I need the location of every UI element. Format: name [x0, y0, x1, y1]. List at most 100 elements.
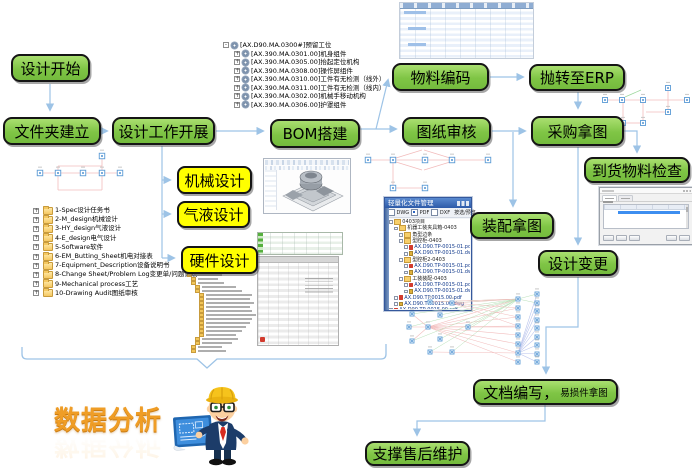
expand-icon[interactable]: + — [234, 58, 241, 66]
flow-box-design-start: 设计开始 — [11, 54, 90, 82]
pdf-icon — [408, 263, 414, 269]
file-tree-item[interactable]: AX.D90.TP-0015.00.pdf — [389, 307, 470, 309]
gear-icon — [242, 67, 249, 75]
file-tree-item[interactable]: 机器工装夹具箱-0403 — [389, 225, 470, 232]
file-tree-item[interactable]: AX.D90.TP.0015.00.pdf — [389, 295, 470, 301]
expand-icon[interactable]: + — [33, 280, 40, 288]
folder-list-item[interactable]: +6-EM_Butting_Sheet机电对接表 — [33, 251, 153, 261]
expand-icon[interactable]: + — [33, 206, 40, 214]
folder-list-item[interactable]: +5-Software软件 — [33, 242, 104, 252]
cad-3d-model-screenshot — [263, 158, 351, 214]
folder-icon — [393, 219, 402, 226]
item-checkbox[interactable] — [399, 232, 403, 237]
flow-box-doc-writing: 文档编写，易损件拿图 — [473, 379, 618, 405]
file-tree-item[interactable]: 工装装配-0403 — [389, 276, 470, 282]
item-checkbox[interactable] — [404, 270, 408, 275]
file-tree-item[interactable]: AX.D90.TP-0015-01.pdf — [389, 244, 470, 250]
folder-list-item[interactable]: +2-M_design机械设计 — [33, 214, 118, 224]
file-tree-item[interactable]: AX.D90.TP-0015-01.pdf — [389, 263, 470, 269]
file-tree-item[interactable]: AX.D90.TP-0015-01.pdf — [389, 282, 470, 288]
item-checkbox[interactable] — [399, 239, 403, 243]
folder-list-item[interactable]: +10-Drawing Audit图纸审核 — [33, 288, 138, 298]
item-checkbox[interactable] — [399, 276, 403, 281]
file-tree-item[interactable]: AX.D90.TP.0015.00.dwg — [389, 301, 470, 307]
gear-icon — [242, 101, 249, 109]
expand-icon[interactable]: + — [234, 100, 241, 108]
item-checkbox[interactable] — [399, 258, 403, 262]
expand-icon[interactable]: + — [234, 49, 241, 57]
bom-tree-item[interactable]: +[AX.390.MA.0302.00]机械手移动机构 — [234, 92, 366, 100]
bom-tree-item[interactable]: +[AX.390.MA.0310.00]工件有无检测（线外） — [234, 75, 386, 83]
item-checkbox[interactable] — [404, 264, 408, 269]
item-checkbox[interactable] — [389, 220, 393, 225]
gear-icon — [242, 50, 249, 58]
folder-list-item[interactable]: +3-HY_design气液设计 — [33, 223, 122, 233]
file-tree-item[interactable]: 型腔柜-0403 — [389, 238, 470, 245]
collapse-icon[interactable]: - — [223, 41, 229, 49]
bom-tree-item[interactable]: +[AX.390.MA.0305.00]抬起定位机构 — [234, 58, 360, 66]
window-buttons[interactable] — [457, 200, 469, 206]
flow-box-assembly-drawing: 装配拿图 — [470, 212, 554, 239]
expand-icon[interactable]: + — [234, 66, 241, 74]
file-manager-filters: DWG PDF DXF 按选/预览 — [385, 208, 476, 218]
folder-list-item[interactable]: +1-Spec设计任务书 — [33, 205, 110, 215]
bom-tree-item[interactable]: +[AX.390.MA.0311.00]工件有无检测（线内） — [234, 83, 386, 92]
expand-icon[interactable]: + — [234, 83, 241, 91]
expand-icon[interactable]: + — [33, 289, 40, 297]
gear-icon — [242, 75, 249, 83]
dxf-checkbox[interactable] — [431, 209, 438, 216]
flow-box-purchase-drawing: 采购拿图 — [531, 116, 624, 146]
item-checkbox[interactable] — [404, 251, 408, 256]
expand-icon[interactable]: + — [33, 261, 40, 269]
expand-icon[interactable]: + — [234, 92, 241, 100]
file-tree-item[interactable]: 型腔柜2-0403 — [389, 257, 470, 263]
file-tree-item[interactable]: AX.D90.TP-0015-01.dwg — [389, 250, 470, 256]
data-analysis-label: 数据分析 — [54, 406, 163, 436]
item-checkbox[interactable] — [404, 245, 408, 250]
flow-box-arrival-inspection: 到货物料检查 — [584, 157, 690, 183]
expand-icon[interactable]: + — [33, 252, 40, 260]
item-checkbox[interactable] — [394, 295, 398, 300]
pdf-icon — [393, 308, 399, 309]
view-toggle[interactable]: 按选/预览 — [454, 210, 476, 216]
expand-icon[interactable]: + — [33, 215, 40, 223]
bom-tree-item[interactable]: -[AX.D90.MA.0300#]预留工位 — [223, 41, 332, 49]
gear-icon — [242, 84, 249, 92]
tree-row — [185, 288, 269, 294]
flow-box-gas-liquid-design: 气液设计 — [177, 201, 250, 228]
folder-icon — [403, 238, 412, 245]
folder-icon — [43, 214, 53, 224]
expand-icon[interactable]: + — [33, 224, 40, 232]
expand-icon[interactable]: + — [33, 270, 40, 278]
dwg-icon — [408, 289, 414, 294]
file-tree-item[interactable]: 0403项目 — [389, 219, 470, 226]
item-checkbox[interactable] — [404, 289, 408, 294]
file-manager-window: 轻量化文件管理 DWG PDF DXF 按选/预览 0403项目机器工装夹具箱-… — [384, 197, 476, 311]
file-tree-item[interactable]: AX.D90.TP-0015-01.dwg — [389, 269, 470, 275]
folder-list-item[interactable]: +8-Change Sheet/Problem Log变更单/问题记录 — [33, 269, 198, 279]
item-checkbox[interactable] — [404, 283, 408, 288]
pdf-checkbox[interactable] — [411, 209, 418, 216]
folder-icon — [43, 269, 53, 279]
bom-structure-tree: -[AX.D90.MA.0300#]预留工位+[AX.390.MA.0301.0… — [223, 41, 403, 109]
folder-list-item[interactable]: +4-E_design电气设计 — [33, 233, 117, 243]
expand-icon[interactable]: + — [33, 243, 40, 251]
bom-tree-item[interactable]: +[AX.390.MA.0306.00]护罩组件 — [234, 100, 347, 109]
folder-list-item[interactable]: +7-Equipment_Description设备说明书 — [33, 260, 170, 270]
item-checkbox[interactable] — [394, 226, 398, 231]
folder-icon — [403, 231, 412, 238]
expand-icon[interactable]: + — [33, 234, 40, 242]
item-checkbox[interactable] — [389, 308, 393, 309]
bom-summary-table — [257, 232, 343, 255]
bom-tree-item[interactable]: +[AX.390.MA.0308.00]操作屏组件 — [234, 66, 353, 75]
tree-row — [185, 332, 269, 338]
folder-list-item[interactable]: +9-Mechanical process工艺 — [33, 279, 139, 289]
item-checkbox[interactable] — [394, 302, 398, 306]
expand-icon[interactable]: + — [234, 75, 241, 83]
material-check-dialog — [599, 187, 692, 245]
bom-tree-item[interactable]: +[AX.390.MA.0301.00]机身组件 — [234, 49, 347, 58]
file-tree-item[interactable]: 角型边条 — [389, 232, 470, 238]
file-tree-item[interactable]: AX.D90.TP-0015-01.dwg — [389, 288, 470, 294]
